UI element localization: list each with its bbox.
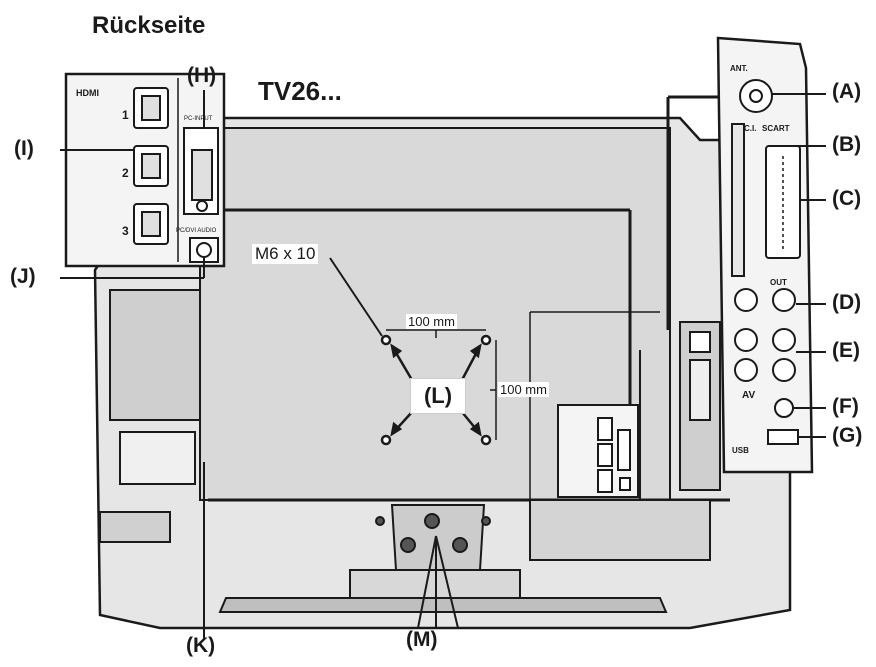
side-panel <box>716 36 814 474</box>
av-label: AV <box>742 390 756 401</box>
label-g: (G) <box>832 424 863 447</box>
antenna-label: ANT. <box>730 64 748 73</box>
label-i: (I) <box>14 137 34 160</box>
label-c: (C) <box>832 187 862 210</box>
rear-terminal-block <box>529 311 660 500</box>
label-a: (A) <box>832 80 862 103</box>
leader-lines <box>212 95 725 405</box>
out-label: OUT <box>770 278 787 287</box>
vesa-pattern <box>329 257 497 446</box>
label-k: (K) <box>186 634 216 657</box>
hdmi-panel-inset <box>64 72 226 268</box>
pc-input-label: PC-INPUT <box>184 116 213 122</box>
usb-label: USB <box>732 446 749 455</box>
hdmi-port-1-number: 1 <box>122 108 129 122</box>
ci-label: C.I. <box>744 124 757 133</box>
label-e: (E) <box>832 339 860 362</box>
label-l: (L) <box>410 378 466 414</box>
label-f: (F) <box>832 395 859 418</box>
label-leaders <box>60 90 826 638</box>
hdmi-port-2-number: 2 <box>122 166 129 180</box>
screw-spec: M6 x 10 <box>252 244 319 264</box>
label-h: (H) <box>187 64 217 87</box>
label-j: (J) <box>10 265 36 288</box>
hdmi-port-3-number: 3 <box>122 224 129 238</box>
pc-audio-label: PC/DVI AUDIO <box>176 228 217 234</box>
tv-stand <box>218 504 668 613</box>
model-label: TV26... <box>258 76 342 106</box>
vesa-horizontal-dim: 100 mm <box>406 314 457 329</box>
diagram-title: Rückseite <box>92 12 206 39</box>
label-m: (M) <box>406 628 438 651</box>
label-b: (B) <box>832 133 862 156</box>
scart-label: SCART <box>762 124 790 133</box>
label-d: (D) <box>832 291 862 314</box>
hdmi-logo: HDMI <box>76 88 99 98</box>
vesa-vertical-dim: 100 mm <box>498 382 549 397</box>
